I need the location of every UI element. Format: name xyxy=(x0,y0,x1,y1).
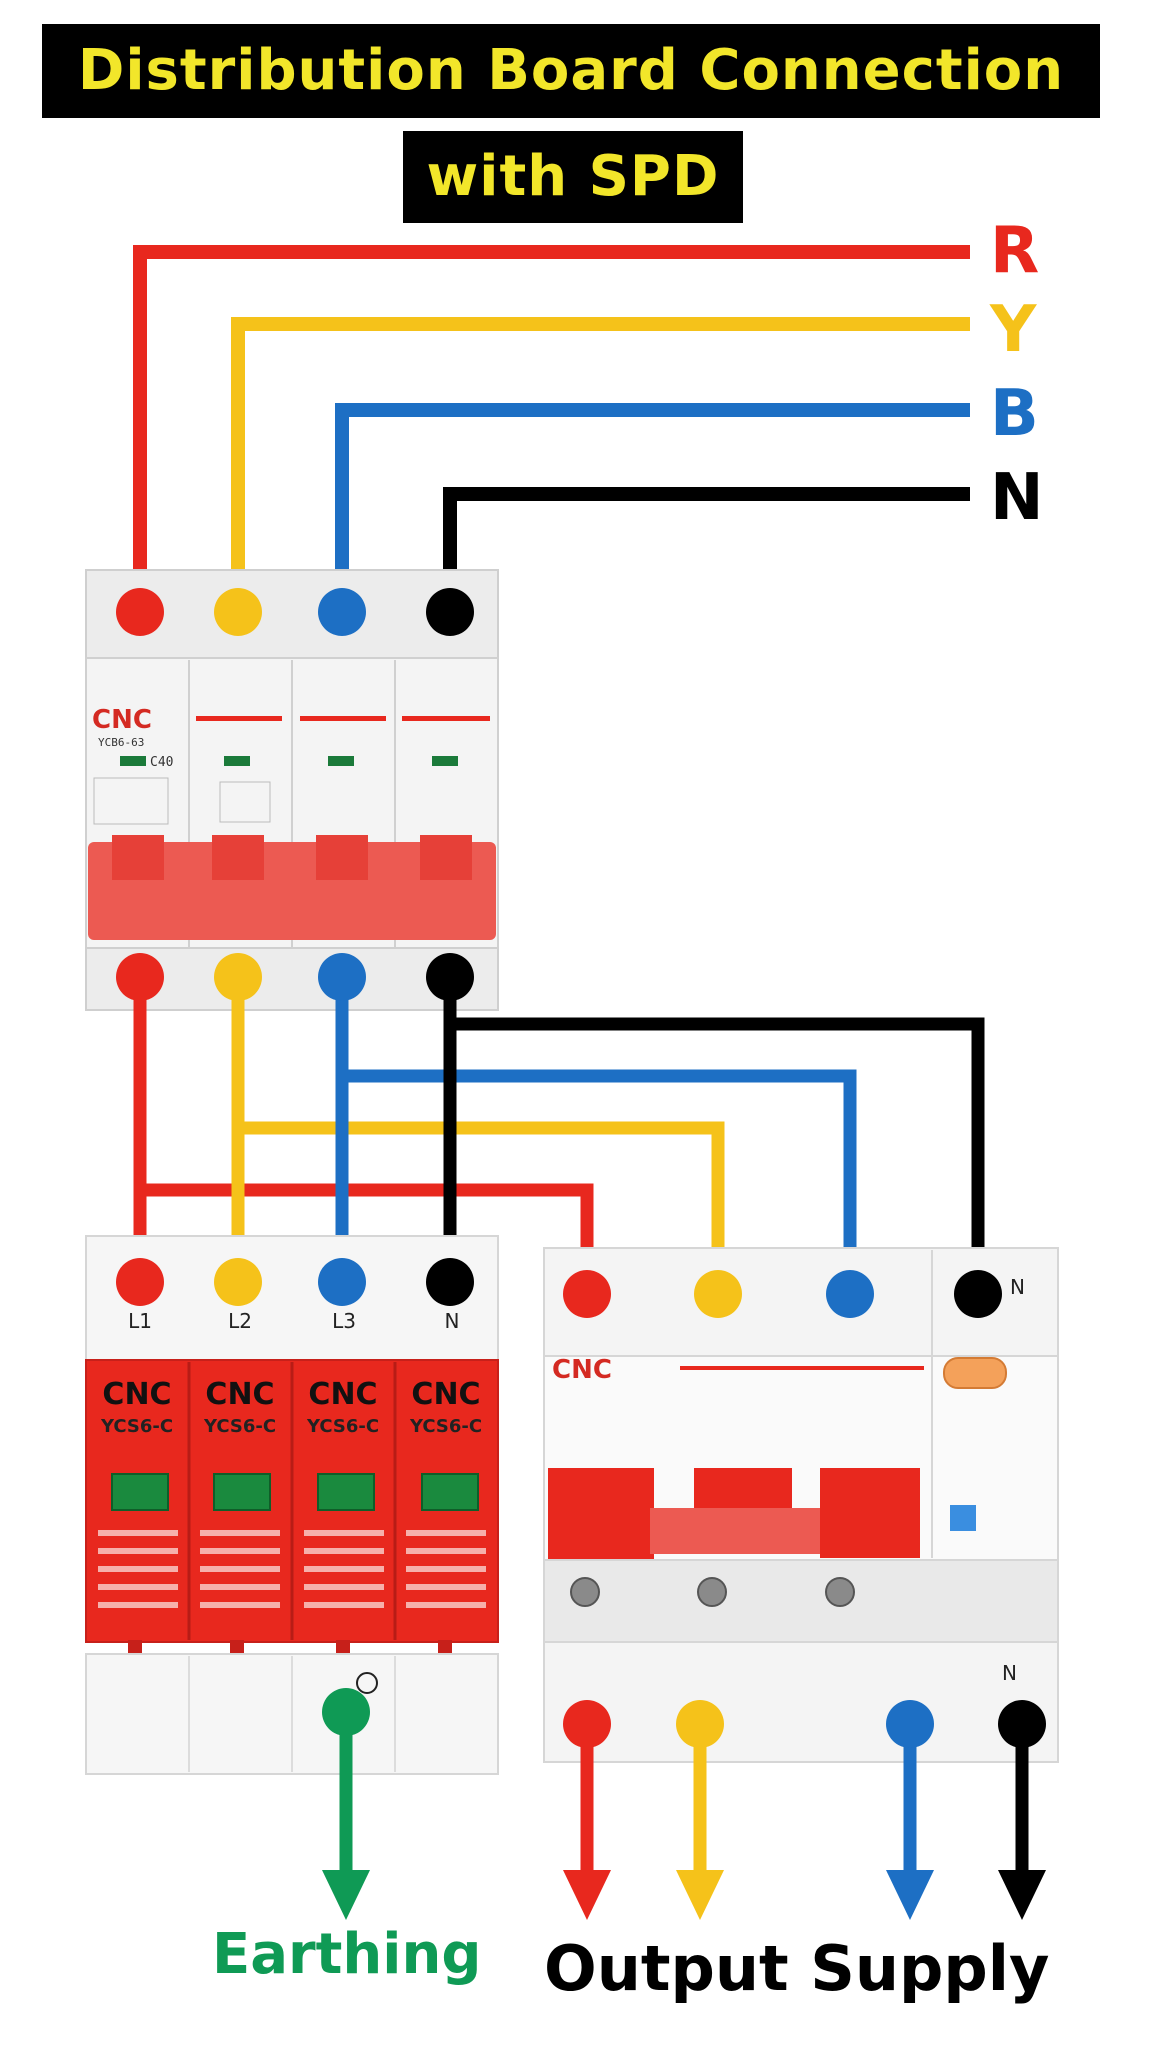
earth-arrow-icon xyxy=(322,1870,370,1920)
rccb-terminal-top-r xyxy=(563,1270,611,1318)
spd-module-1-brand: CNC xyxy=(102,1377,171,1412)
output-wires xyxy=(339,1712,1029,1876)
mcb-terminal-bottom-r xyxy=(116,953,164,1001)
earthing-label: Earthing xyxy=(212,1922,482,1987)
phase-label-n: N xyxy=(990,461,1044,535)
mcb-brand: CNC xyxy=(92,705,152,735)
wire-r-in xyxy=(133,245,970,610)
spd-module-4-model: YCS6-C xyxy=(409,1416,482,1437)
distribution-wires xyxy=(133,980,985,1290)
mcb-4-pole: CNC YCB6-63 C40 xyxy=(85,569,499,1011)
output-arrow-b-icon xyxy=(886,1870,934,1920)
wire-n-in xyxy=(443,487,970,610)
spd-device: CNC CNC CNC CNC YCS6-C YCS6-C YCS6-C YCS… xyxy=(85,1235,499,1775)
earth-symbol-icon xyxy=(356,1672,378,1694)
wire-b-in xyxy=(335,403,970,610)
spd-terminal-label-l3: L3 xyxy=(332,1309,356,1333)
output-arrow-y-icon xyxy=(676,1870,724,1920)
output-arrow-r-icon xyxy=(563,1870,611,1920)
incoming-wires xyxy=(133,245,970,610)
spd-module-3-brand: CNC xyxy=(308,1377,377,1412)
mcb-terminal-top-b xyxy=(318,588,366,636)
title-line-1: Distribution Board Connection xyxy=(42,24,1100,118)
rccb-neutral-label-bottom: N xyxy=(1002,1661,1017,1685)
phase-label-r: R xyxy=(990,214,1040,288)
rccb-terminal-bottom-y xyxy=(676,1700,724,1748)
rccb-terminal-bottom-r xyxy=(563,1700,611,1748)
rccb-terminal-top-y xyxy=(694,1270,742,1318)
spd-module-2-brand: CNC xyxy=(205,1377,274,1412)
mcb-rating: C40 xyxy=(150,755,173,770)
rccb-terminal-bottom-n xyxy=(998,1700,1046,1748)
spd-terminal-label-l2: L2 xyxy=(228,1309,252,1333)
spd-terminal-n xyxy=(426,1258,474,1306)
wire-y-in xyxy=(231,317,970,610)
mcb-terminal-bottom-b xyxy=(318,953,366,1001)
mcb-model: YCB6-63 xyxy=(98,736,144,749)
phase-label-b: B xyxy=(990,377,1039,451)
spd-module-3-model: YCS6-C xyxy=(306,1416,379,1437)
rccb-device: CNC N N xyxy=(543,1247,1059,1763)
rccb-terminal-top-b xyxy=(826,1270,874,1318)
output-supply-label: Output Supply xyxy=(544,1932,1050,2005)
spd-module-2-model: YCS6-C xyxy=(203,1416,276,1437)
rccb-terminal-bottom-b xyxy=(886,1700,934,1748)
title-line-2: with SPD xyxy=(403,131,743,223)
mcb-terminal-top-r xyxy=(116,588,164,636)
spd-terminal-label-n: N xyxy=(445,1309,460,1333)
mcb-terminal-bottom-n xyxy=(426,953,474,1001)
phase-label-y: Y xyxy=(990,293,1037,367)
rccb-terminal-top-n xyxy=(954,1270,1002,1318)
spd-terminal-label-l1: L1 xyxy=(128,1309,152,1333)
rccb-neutral-label-top: N xyxy=(1010,1275,1025,1299)
rccb-brand: CNC xyxy=(552,1355,612,1385)
spd-module-1-model: YCS6-C xyxy=(100,1416,173,1437)
mcb-terminal-bottom-y xyxy=(214,953,262,1001)
spd-module-4-brand: CNC xyxy=(411,1377,480,1412)
output-arrow-n-icon xyxy=(998,1870,1046,1920)
mcb-terminal-top-n xyxy=(426,588,474,636)
spd-terminal-l3 xyxy=(318,1258,366,1306)
spd-terminal-l1 xyxy=(116,1258,164,1306)
mcb-terminal-top-y xyxy=(214,588,262,636)
spd-terminal-l2 xyxy=(214,1258,262,1306)
